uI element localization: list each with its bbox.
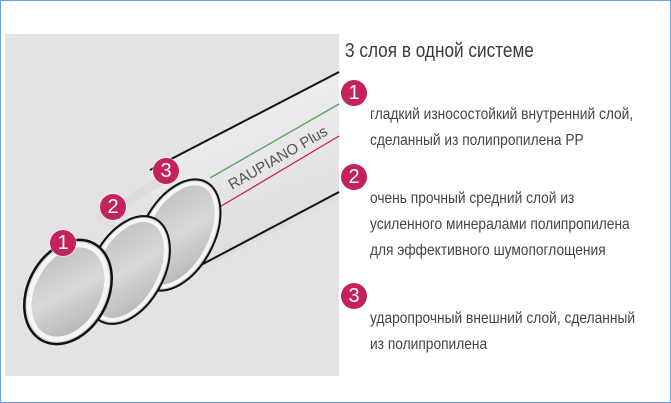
layer-2-line-1: очень прочный средний слой из: [370, 190, 575, 207]
layer-3-line-1: ударопрочный внешний слой, сделанный: [370, 310, 636, 327]
layer-1-line-1: гладкий износостойкий внутренний слой,: [370, 106, 634, 123]
layer-badge-1: 1: [341, 80, 367, 106]
layer-1-line-2: сделанный из полипропилена PP: [370, 132, 584, 149]
pipe-marker-2: 2: [100, 194, 126, 220]
layer-description-2: очень прочный средний слой из усиленного…: [370, 186, 630, 264]
diagram-title: 3 слоя в одной системе: [345, 40, 534, 62]
pipe-marker-1: 1: [50, 230, 76, 256]
layer-description-3: ударопрочный внешний слой, сделанный из …: [370, 306, 635, 358]
pipe-marker-3: 3: [153, 158, 179, 184]
red-stripe: [217, 135, 340, 209]
layer-badge-2: 2: [341, 164, 367, 190]
green-stripe: [209, 103, 340, 179]
layer-description-1: гладкий износостойкий внутренний слой, с…: [370, 102, 633, 154]
layer-2-line-2: усиленного минералами полипропилена: [370, 216, 630, 233]
layer-3-line-2: из полипропилена: [370, 336, 488, 353]
layer-badge-3: 3: [341, 283, 367, 309]
layer-2-line-3: для эффективного шумопоглощения: [370, 242, 606, 259]
